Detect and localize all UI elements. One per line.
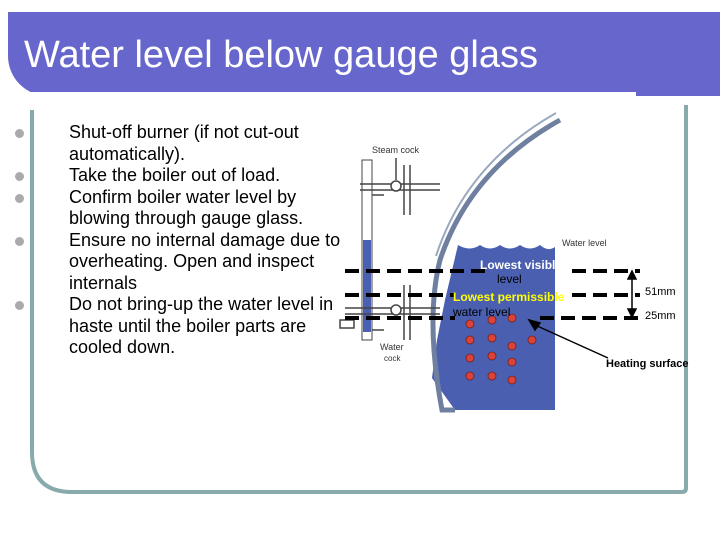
bullet-dot-icon [15,236,24,246]
water-cock-label-2: cock [384,354,401,363]
steam-cock-label: Steam cock [372,145,420,155]
lowest-visible-label-b: water [562,258,597,272]
lowest-permissible-label: Lowest permissible [453,290,565,304]
bullet-item: Do not bring-up the water level in haste… [15,294,352,359]
bullet-dot-icon [15,301,24,310]
bullet-item: Ensure no internal damage due to overhea… [15,230,352,295]
bullet-list: Shut-off burner (if not cut-out automati… [15,122,352,359]
water-cock-label: Water [380,342,404,352]
heating-surface-pointer [527,318,609,359]
bullet-dot-icon [15,193,24,203]
title-bar [8,12,720,96]
lowest-visible-label-c: level [497,272,522,286]
bullet-dot-icon [15,129,24,138]
lowest-visible-label: Lowest visible water [480,258,597,272]
bullet-item: Confirm boiler water level by blowing th… [15,187,352,230]
water-level-label: Water level [562,238,607,248]
heating-tubes [465,313,537,385]
heating-surface-label: Heating surface [606,358,689,370]
steam-cock-icon [360,158,440,215]
gauge-glass [361,159,384,341]
boiler-shell [430,117,562,413]
dimension-25-label: 25mm [645,310,676,322]
lowest-visible-label-a: Lowest visible [480,258,563,272]
title-underline [8,92,636,97]
bullet-dot-icon [15,172,24,181]
dimension-51-label: 51mm [645,286,676,298]
lowest-permissible-label-2: water level [453,305,511,319]
bullet-item: Take the boiler out of load. [15,165,352,187]
level-lines [345,269,640,320]
bullet-item: Shut-off burner (if not cut-out automati… [15,122,352,165]
page-title: Water level below gauge glass [24,34,538,76]
dimension-arrows [626,269,638,319]
boiler-water [432,245,555,410]
